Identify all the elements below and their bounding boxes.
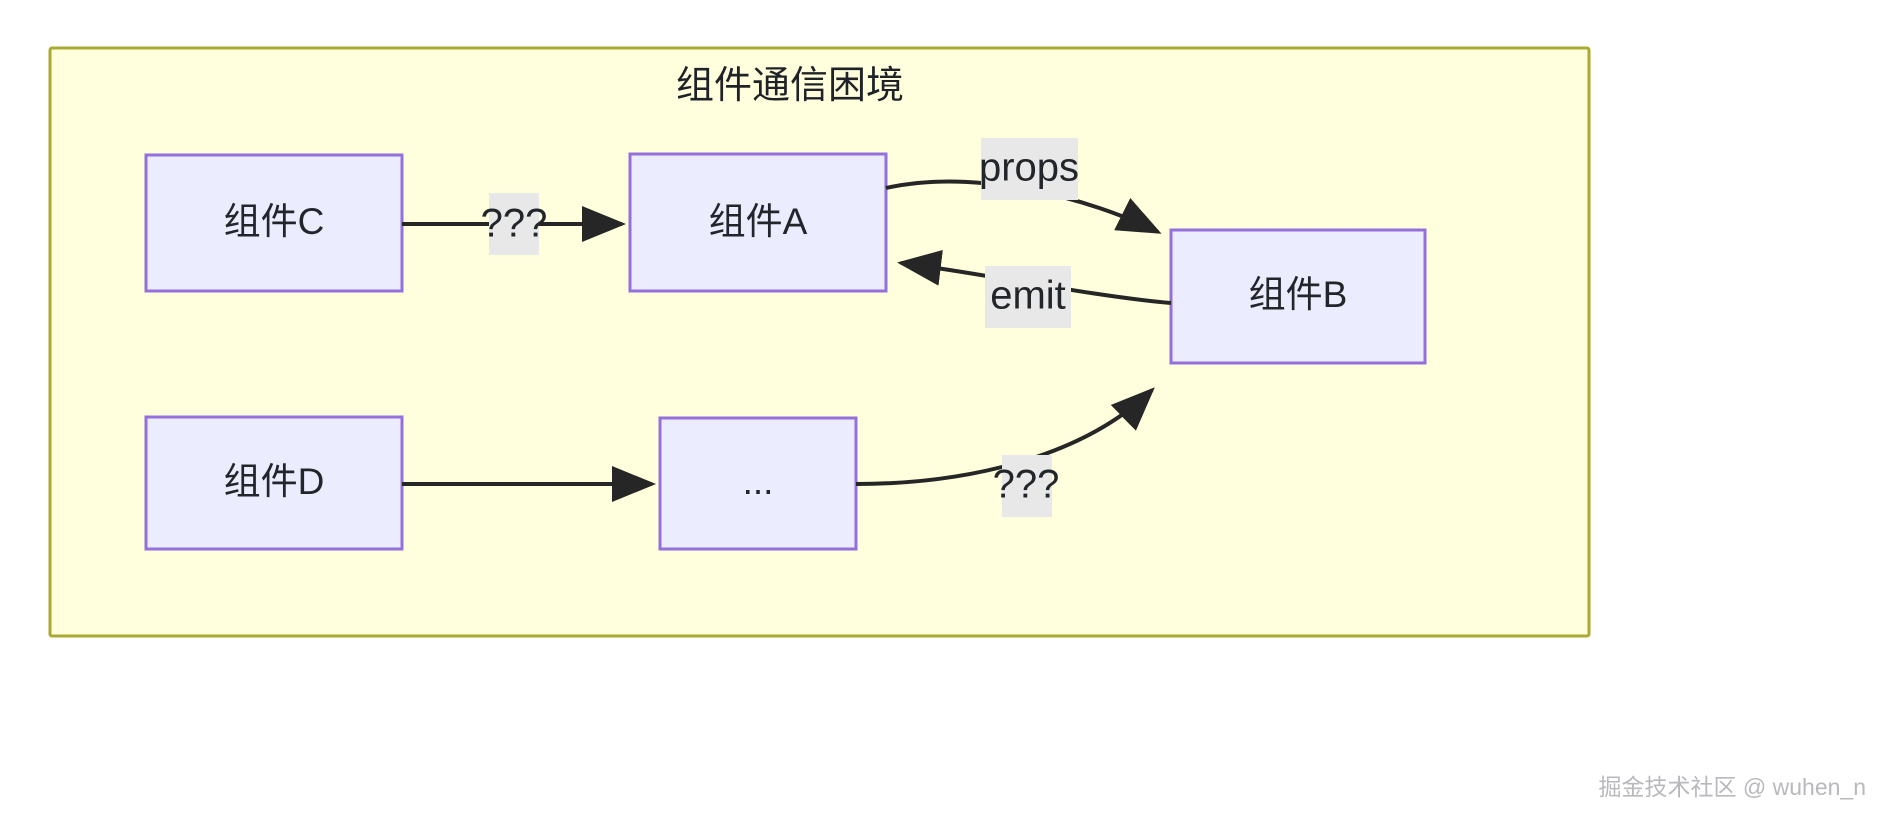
node-component-b[interactable]: 组件B bbox=[1169, 228, 1427, 365]
edge-label-text-emit: emit bbox=[990, 274, 1066, 318]
node-component-c[interactable]: 组件C bbox=[144, 153, 404, 293]
edge-label-bg-c-to-a bbox=[489, 193, 539, 255]
node-label-dots: ... bbox=[743, 461, 774, 502]
node-label-a: 组件A bbox=[709, 201, 808, 242]
node-rect-a[interactable] bbox=[628, 152, 888, 293]
node-component-d[interactable]: 组件D bbox=[144, 415, 404, 551]
edge-label-bg-emit bbox=[985, 266, 1071, 328]
edge-label-bg-dots-to-b bbox=[1002, 455, 1052, 517]
edge-label-c-to-a: ??? bbox=[481, 193, 548, 255]
node-rect-dots[interactable] bbox=[658, 416, 858, 551]
node-component-a[interactable]: 组件A bbox=[628, 152, 888, 293]
node-label-c: 组件C bbox=[224, 201, 325, 242]
edge-label-props: props bbox=[979, 138, 1079, 200]
edge-label-text-dots-to-b: ??? bbox=[993, 463, 1060, 507]
edge-label-dots-to-b: ??? bbox=[993, 455, 1060, 517]
node-rect-d[interactable] bbox=[144, 415, 404, 551]
watermark: 掘金技术社区 @ wuhen_n bbox=[1599, 774, 1867, 800]
node-rect-c[interactable] bbox=[144, 153, 404, 293]
page-title: 组件通信困境 bbox=[676, 65, 904, 107]
edge-label-text-c-to-a: ??? bbox=[481, 202, 548, 246]
node-label-b: 组件B bbox=[1249, 274, 1348, 315]
edge-label-text-props: props bbox=[979, 146, 1079, 190]
edge-label-bg-props bbox=[981, 138, 1078, 200]
edge-label-emit: emit bbox=[985, 266, 1071, 328]
node-rect-b[interactable] bbox=[1169, 228, 1427, 365]
node-label-d: 组件D bbox=[224, 461, 325, 502]
diagram-frame bbox=[48, 46, 1591, 638]
node-component-dots[interactable]: ... bbox=[658, 416, 858, 551]
